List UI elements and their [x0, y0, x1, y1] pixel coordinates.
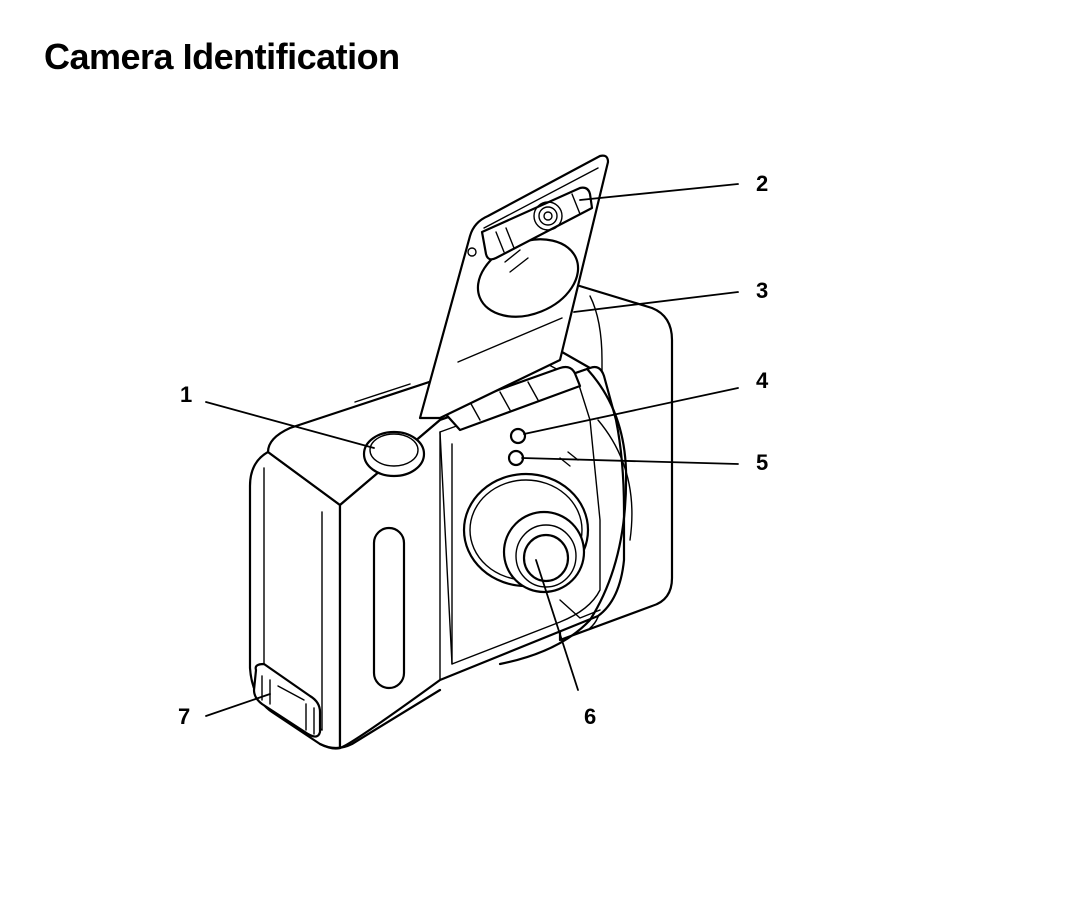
leader-line-4 — [523, 387, 739, 435]
leader-line-3 — [573, 291, 739, 313]
shutter-button — [362, 430, 426, 478]
self-timer-lamp — [509, 427, 527, 445]
leader-line-7 — [205, 693, 271, 717]
callout-7: 7 — [178, 704, 190, 729]
callout-3: 3 — [756, 278, 768, 303]
leader-line-2 — [579, 183, 739, 201]
callout-5: 5 — [756, 450, 768, 475]
sensor-window — [507, 449, 525, 467]
callout-2: 2 — [756, 171, 768, 196]
camera-illustration — [248, 154, 674, 750]
callout-1: 1 — [180, 382, 192, 407]
leader-line-1 — [205, 401, 375, 449]
leader-line-6 — [535, 559, 579, 691]
callout-labels: 1 2 3 4 5 6 7 — [178, 171, 769, 729]
viewfinder-window — [372, 526, 406, 690]
callout-4: 4 — [756, 368, 769, 393]
callout-6: 6 — [584, 704, 596, 729]
lens-glass — [522, 533, 570, 583]
leader-lines — [205, 183, 739, 717]
flash-head — [480, 186, 594, 261]
leader-line-5 — [521, 457, 739, 465]
page-title: Camera Identification — [44, 36, 400, 77]
